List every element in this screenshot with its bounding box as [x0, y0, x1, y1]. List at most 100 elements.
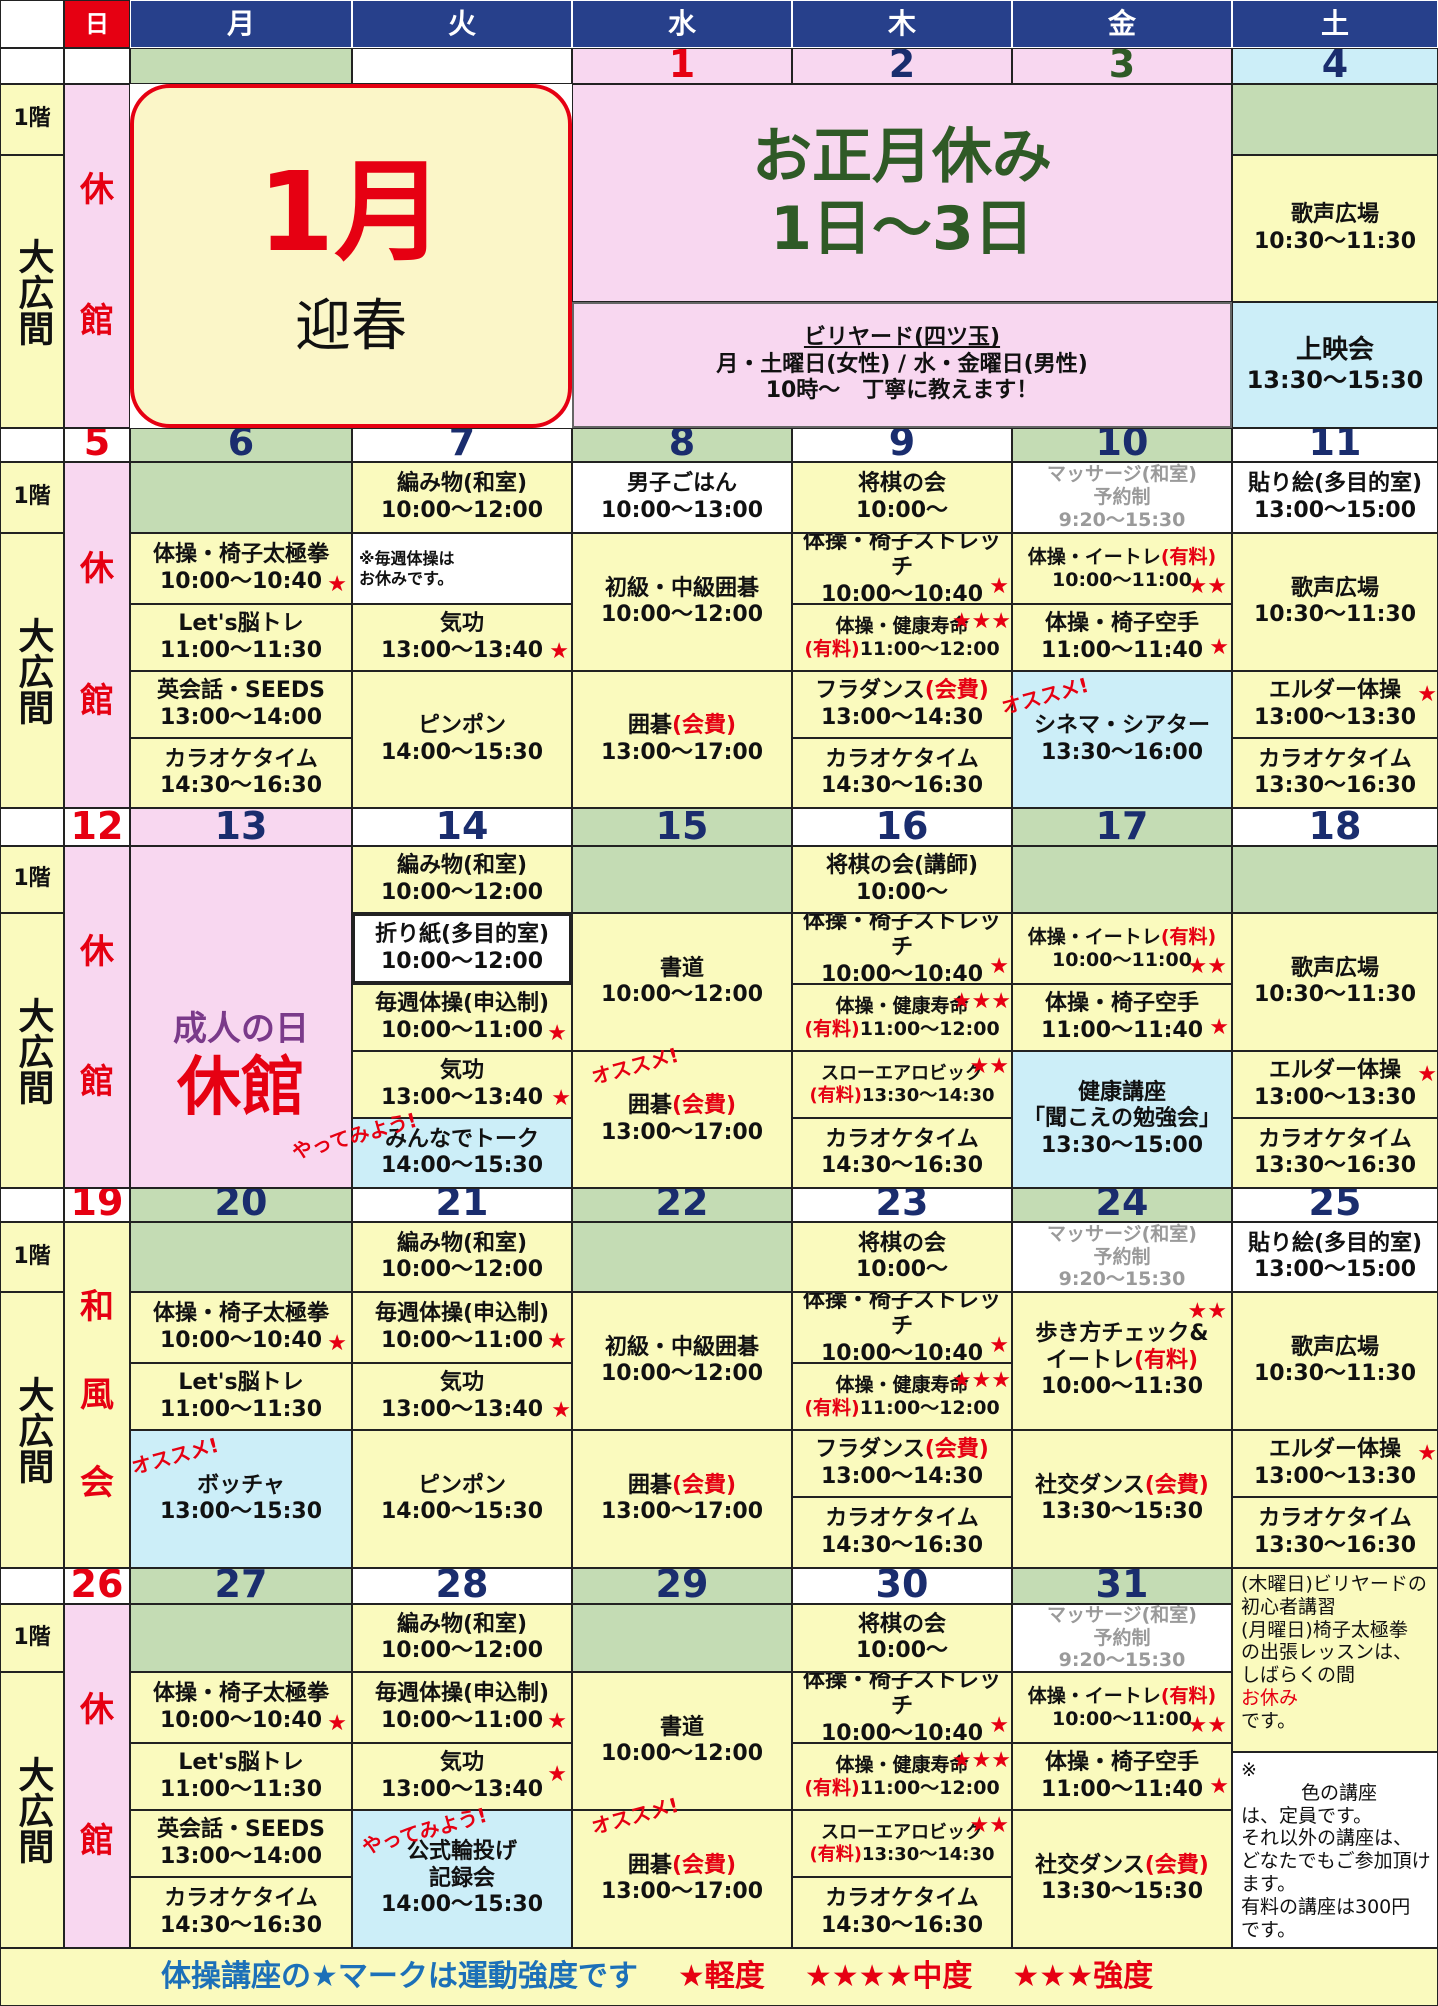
- cell-text: Let's脳トレ: [178, 611, 304, 637]
- date-16: 16: [792, 808, 1012, 846]
- event-igo: 囲碁(会費)13:00～17:00: [572, 1810, 792, 1948]
- cell-text: 将棋の会(講師): [825, 853, 979, 879]
- cell-text: 予約制: [1093, 1626, 1151, 1649]
- cell-text: (有料)11:00～12:00: [804, 1777, 999, 1800]
- cell-text: ★軽度: [677, 1959, 765, 1994]
- cell-text: 体操・椅子ストレッチ: [802, 913, 1001, 961]
- cell-text: 22: [655, 1188, 709, 1222]
- cell-text: 10:00～: [855, 879, 949, 905]
- cell-text: 編み物(和室): [396, 853, 528, 879]
- cell-text: 英会話・SEEDS: [156, 678, 325, 704]
- cell-text: 月: [226, 7, 255, 41]
- cell-text: 13:00～15:30: [159, 1499, 323, 1524]
- cell-text: 11: [1308, 428, 1362, 462]
- date-11: 11: [1232, 428, 1438, 462]
- cell-text: 折り紙(多目的室): [374, 922, 550, 948]
- cell-text: カラオケタイム: [1258, 746, 1412, 772]
- cell-part: (有料): [1160, 1684, 1217, 1707]
- event-kenko: 体操・健康寿命(有料)11:00～12:00★★★: [792, 604, 1012, 671]
- cell-text: 貼り絵(多目的室): [1247, 1230, 1423, 1256]
- note-text: ※: [1241, 1759, 1257, 1781]
- cell-text: 31: [1095, 1568, 1149, 1604]
- cell-text: 13:00～15:00: [1253, 497, 1417, 523]
- weekday-6: 土: [1232, 0, 1438, 48]
- event-origami: 折り紙(多目的室)10:00～12:00: [352, 913, 572, 984]
- date-28: 28: [352, 1568, 572, 1604]
- intensity-star: ★★: [969, 1813, 1009, 1838]
- note-text: 初心者講習: [1241, 1595, 1337, 1618]
- cell-text: 気功: [439, 1058, 484, 1084]
- intensity-star: ★★: [1187, 954, 1227, 979]
- cell-text: 囲碁(会費): [628, 1853, 736, 1879]
- cell-text: 10:00～12:00: [380, 948, 544, 974]
- cell-part: (有料): [804, 637, 860, 660]
- date-20: 20: [130, 1188, 352, 1222]
- cell-text: 13:30～16:00: [1040, 739, 1204, 765]
- event-igo: 囲碁(会費)13:00～17:00: [572, 671, 792, 808]
- cell-part: (会費): [671, 713, 737, 739]
- cell-text: ★★★★中度: [805, 1959, 973, 1995]
- date-30: 30: [792, 1568, 1012, 1604]
- cell-text: 10:00～12:00: [380, 1257, 544, 1282]
- week-sep: [0, 808, 64, 846]
- cell-part: (会費): [1144, 1852, 1209, 1878]
- note-text: (木曜日)ビリヤードの: [1241, 1573, 1427, 1595]
- cell-text: カラオケタイム: [825, 1506, 979, 1532]
- date-5: 5: [64, 428, 130, 462]
- event-amimono: 編み物(和室)10:00～12:00: [352, 1604, 572, 1672]
- cell-text: 体操講座の★マークは運動強度です: [161, 1959, 638, 1994]
- cell-text: 歩き方チェック&: [1035, 1321, 1209, 1347]
- cell-text: 1階: [13, 1243, 51, 1269]
- cell-text: 10:00～13:00: [600, 497, 764, 523]
- cell-text: 体操・椅子太極拳: [152, 1681, 329, 1707]
- date-26: 26: [64, 1568, 130, 1604]
- date-3: 3: [1012, 48, 1232, 84]
- event-igo: 囲碁(会費)13:00～17:00: [572, 1051, 792, 1188]
- cell-part: 11:00～12:00: [859, 1017, 1000, 1040]
- event-amimono: 編み物(和室)10:00～12:00: [352, 1222, 572, 1292]
- cell-part: 社交ダンス: [1035, 1852, 1145, 1878]
- date-7: 7: [352, 428, 572, 462]
- cell-text: イートレ(有料): [1046, 1348, 1198, 1374]
- cell-text: 日: [85, 9, 109, 38]
- cell-text: 13:00～17:00: [600, 1879, 764, 1904]
- cell-text: 体操・イートレ(有料): [1028, 926, 1216, 949]
- cell-text: 毎週体操(申込制): [374, 1301, 550, 1327]
- cell-text: 体操・椅子空手: [1044, 611, 1199, 637]
- cell-text: 13:00～13:40: [380, 1776, 544, 1802]
- cell-text: 10時～ 丁寧に教えます！: [765, 378, 1039, 404]
- date-12: 12: [64, 808, 130, 846]
- cell-text: 月・土曜日(女性) / 水・金曜日(男性): [716, 351, 1088, 377]
- cell-text: Let's脳トレ: [178, 1370, 304, 1396]
- holiday-title: お正月休み: [752, 122, 1052, 192]
- cell-text: 16: [875, 808, 929, 846]
- cell-text: 13:30～16:30: [1253, 773, 1417, 798]
- cell-text: 木: [887, 7, 916, 41]
- cell-text: カラオケタイム: [1258, 1126, 1412, 1152]
- floor-1f-label: 1階: [0, 462, 64, 533]
- cell-text: スローエアロビック: [821, 1821, 983, 1843]
- floor-1f-label: 1階: [0, 1222, 64, 1292]
- event-itore: 体操・イートレ(有料)10:00～11:00★★: [1012, 1672, 1232, 1743]
- intensity-star: ★★: [1187, 574, 1227, 599]
- cell-text: 15: [655, 808, 709, 846]
- date-18: 18: [1232, 808, 1438, 846]
- cell-text: 11:00～11:40: [1040, 1017, 1204, 1043]
- cell-part: (有料): [804, 1776, 860, 1799]
- cell-text: 10:00～11:30: [1040, 1374, 1204, 1400]
- cell-text: 10:00～: [855, 1257, 949, 1282]
- date-22: 22: [572, 1188, 792, 1222]
- cell-text: (有料)13:30～14:30: [809, 1844, 994, 1866]
- floor-1f-label: 1階: [0, 1604, 64, 1672]
- event-slow: スローエアロビック(有料)13:30～14:30 ★★: [792, 1810, 1012, 1877]
